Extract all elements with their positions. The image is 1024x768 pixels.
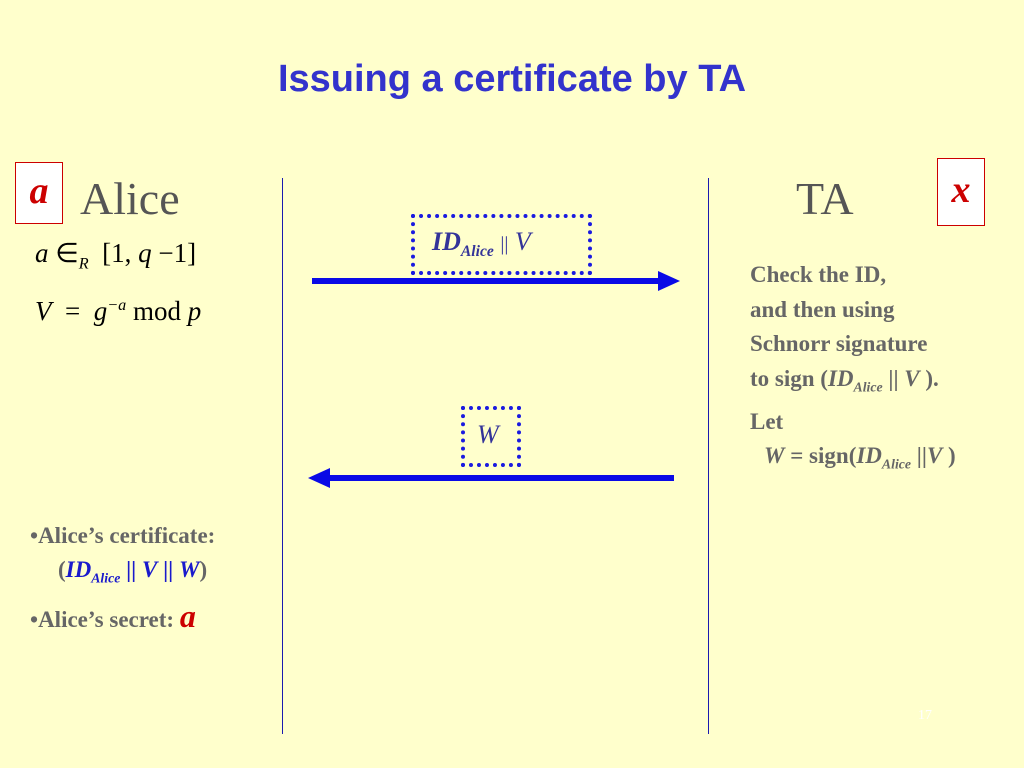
certificate-label: •Alice’s certificate:	[30, 523, 216, 548]
ta-lifeline	[708, 178, 709, 734]
alice-v-formula: V = g−a mod p	[35, 296, 202, 326]
slide-title: Issuing a certificate by TA	[277, 58, 747, 100]
arrow-to-ta	[312, 271, 680, 291]
alice-label: Alice	[80, 173, 180, 224]
alice-random-choice: a ∈R [1, q −1]	[35, 238, 197, 273]
ta-step-1: Check the ID,	[750, 262, 887, 287]
ta-key-box: x	[937, 158, 985, 226]
ta-label: TA	[796, 173, 854, 224]
certificate-value: (IDAlice || V || W)	[58, 557, 208, 586]
secret-line: •Alice’s secret: a	[30, 598, 196, 634]
arrow-to-alice	[308, 468, 674, 488]
message2-label: W	[477, 420, 499, 449]
page-number: 17	[918, 708, 932, 723]
secret-value: a	[179, 598, 196, 634]
alice-key-box: a	[15, 162, 63, 224]
ta-step-4: to sign (IDAlice || V ).	[750, 365, 939, 395]
alice-lifeline	[282, 178, 283, 734]
ta-step-2: and then using	[750, 296, 895, 322]
ta-step-3: Schnorr signature	[750, 331, 928, 356]
ta-step-6: W = sign(IDAlice ||V )	[764, 443, 956, 472]
message1-box	[411, 214, 592, 275]
ta-procedure: Check the ID, and then using Schnorr sig…	[750, 258, 1020, 482]
message1-label: IDAlice || V	[432, 227, 531, 261]
ta-step-5: Let	[750, 408, 784, 434]
message2-box	[461, 406, 521, 467]
